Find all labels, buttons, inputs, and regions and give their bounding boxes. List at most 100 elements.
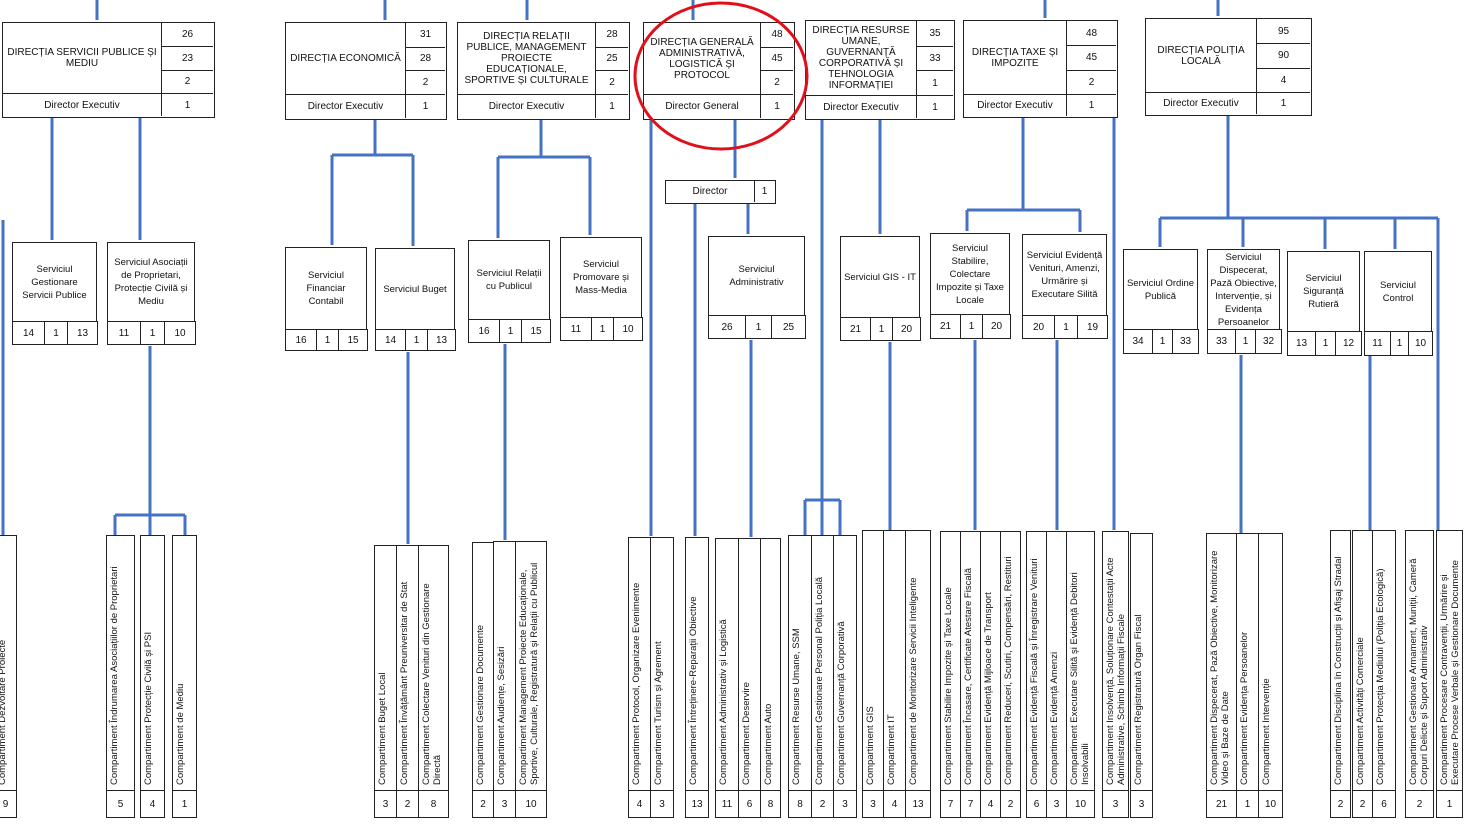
service-box: Serviciul Financiar Contabil <box>285 247 367 330</box>
compartment-box: Compartiment Gestionare Documente <box>472 542 494 792</box>
directorate-head-count: 1 <box>595 94 628 118</box>
compartment-count: 2 <box>1352 790 1373 818</box>
service-box: Serviciul Ordine Publică <box>1123 249 1198 330</box>
compartment-count: 13 <box>905 790 931 818</box>
compartment-box: Compartiment Întreținere-Reparații Obiec… <box>685 537 709 792</box>
service-count: 20 <box>982 314 1011 339</box>
compartment-count: 6 <box>1026 790 1047 818</box>
compartment-box: Compartiment Stabilire Impozite și Taxe … <box>940 531 961 792</box>
directorate-head-count: 1 <box>405 94 445 118</box>
directorate-box: DIRECȚIA RESURSE UMANE, GUVERNANȚĂ CORPO… <box>805 20 955 120</box>
directorate-head: Director Executiv <box>286 94 405 118</box>
service-box: Serviciul Control <box>1364 251 1432 332</box>
compartment-count: 4 <box>140 790 165 818</box>
directorate-head: Director Executiv <box>964 94 1066 116</box>
director-label: Director <box>692 186 728 197</box>
compartment-box: Compartiment Evidență Fiscală și Înregis… <box>1026 531 1047 792</box>
directorate-count: 28 <box>595 23 628 47</box>
compartment-box: Compartiment Turism și Agrement <box>650 537 674 792</box>
compartment-count: 1 <box>1436 790 1463 818</box>
compartment-box: Compartiment Dispecerat, Pază Obiective,… <box>1206 533 1237 792</box>
compartment-box: Compartiment GIS <box>862 530 884 792</box>
compartment-count: 3 <box>650 790 674 818</box>
compartment-box: Compartiment Administrativ și Logistică <box>715 538 739 792</box>
directorate-count: 31 <box>405 23 445 47</box>
directorate-name: DIRECȚIA SERVICII PUBLICE ȘI MEDIU <box>7 47 157 69</box>
service-count: 1 <box>1054 315 1078 339</box>
compartment-box: Compartiment Executare Silită și Evidenț… <box>1066 531 1095 792</box>
compartment-count: 4 <box>883 790 906 818</box>
service-count: 11 <box>560 317 592 341</box>
compartment-count: 3 <box>1102 790 1129 818</box>
compartment-count: 8 <box>760 790 781 818</box>
directorate-count: 2 <box>161 69 213 93</box>
service-box: Serviciul Siguranță Rutieră <box>1287 251 1360 332</box>
compartment-box: Compartiment de Monitorizare Servicii In… <box>905 530 931 792</box>
director-count: 1 <box>754 181 774 202</box>
directorate-head: Director General <box>644 94 760 118</box>
directorate-head: Director Executiv <box>3 93 161 116</box>
compartment-count: 3 <box>1130 790 1153 818</box>
service-box: Serviciul Stabilire, Colectare Impozite … <box>930 233 1010 315</box>
service-count: 16 <box>468 319 500 343</box>
directorate-box: DIRECȚIA GENERALĂ ADMINISTRATIVĂ, LOGIST… <box>643 22 795 120</box>
compartment-count: 11 <box>715 790 739 818</box>
directorate-head-count: 1 <box>1066 94 1116 116</box>
service-box: Serviciul Dispecerat, Pază Obiective, In… <box>1207 249 1280 330</box>
directorate-head-count: 1 <box>161 93 213 116</box>
compartment-count: 2 <box>1000 790 1021 818</box>
compartment-count: 3 <box>833 790 857 818</box>
directorate-head-count: 1 <box>1256 92 1310 114</box>
compartment-box: Compartiment Protocol, Organizare Evenim… <box>628 537 651 792</box>
compartment-box: Compartiment Audiențe, Sesizări <box>493 541 516 792</box>
directorate-count: 2 <box>1066 69 1116 94</box>
compartment-box: Compartiment Dezvoltare Proiecte <box>0 535 17 792</box>
directorate-name: DIRECȚIA GENERALĂ ADMINISTRATIVĂ, LOGIST… <box>650 36 754 81</box>
service-count: 1 <box>1152 329 1173 354</box>
compartment-box: Compartiment Disciplina în Construcții ș… <box>1330 530 1351 792</box>
service-count: 15 <box>521 319 551 343</box>
directorate-head: Director Executiv <box>1146 92 1256 114</box>
directorate-count: 28 <box>405 46 445 71</box>
compartment-count: 2 <box>472 790 494 818</box>
directorate-head: Director Executiv <box>458 94 595 118</box>
service-count: 1 <box>745 315 772 339</box>
compartment-count: 4 <box>980 790 1001 818</box>
service-count: 1 <box>591 317 614 341</box>
compartment-box: Compartiment Insolvență, Soluționare Con… <box>1102 531 1129 792</box>
directorate-name: DIRECȚIA TAXE ȘI IMPOZITE <box>971 46 1059 69</box>
directorate-count: 45 <box>1066 45 1116 70</box>
directorate-count: 2 <box>760 70 793 94</box>
compartment-box: Compartiment Auto <box>760 538 781 792</box>
service-count: 33 <box>1207 329 1236 354</box>
compartment-count: 7 <box>960 790 981 818</box>
service-count: 14 <box>12 321 45 345</box>
directorate-count: 23 <box>161 46 213 70</box>
compartment-count: 3 <box>493 790 516 818</box>
compartment-count: 21 <box>1206 790 1237 818</box>
service-count: 11 <box>107 321 141 345</box>
directorate-count: 26 <box>161 23 213 47</box>
service-box: Serviciul Asociații de Proprietari, Prot… <box>107 242 195 322</box>
service-count: 19 <box>1077 315 1108 339</box>
service-box: Serviciul Evidență Venituri, Amenzi, Urm… <box>1022 234 1107 316</box>
compartment-box: Compartiment Gestionare Armament, Muniți… <box>1405 530 1434 792</box>
service-count: 10 <box>613 317 643 341</box>
directorate-name: DIRECȚIA RELAȚII PUBLICE, MANAGEMENT PRO… <box>464 31 589 86</box>
service-count: 1 <box>316 329 339 351</box>
compartment-count: 7 <box>940 790 961 818</box>
compartment-count: 1 <box>172 790 197 818</box>
service-count: 13 <box>1287 331 1316 356</box>
compartment-count: 10 <box>515 790 547 818</box>
compartment-box: Compartiment Procesare Contravenții, Urm… <box>1436 530 1463 792</box>
directorate-name: DIRECȚIA POLIȚIA LOCALĂ <box>1157 44 1245 67</box>
directorate-count: 25 <box>595 46 628 71</box>
directorate-count: 2 <box>595 70 628 94</box>
service-count: 14 <box>375 329 406 351</box>
compartment-box: Compartiment Guvernanță Corporativă <box>833 535 857 792</box>
service-box: Serviciul GIS - IT <box>840 236 920 318</box>
